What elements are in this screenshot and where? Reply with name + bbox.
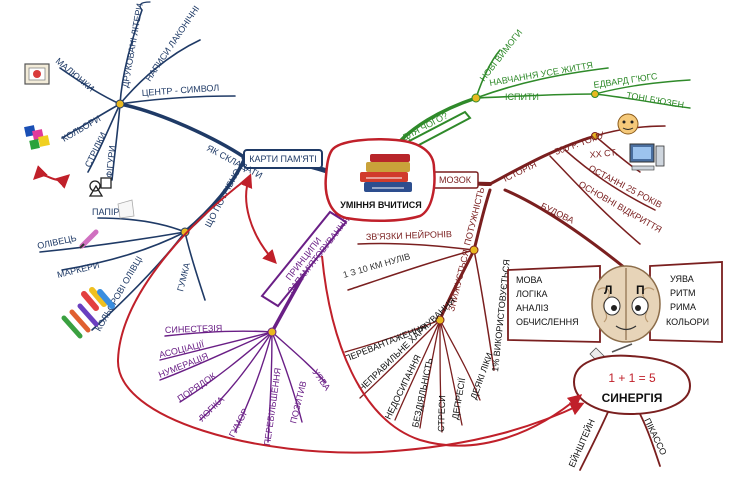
left-hemisphere-box <box>507 265 601 343</box>
arrow-karty-synerhiia <box>116 177 585 454</box>
arrow-karty-pryntsypy <box>239 173 277 265</box>
item-zviazky: ЗВ'ЯЗКИ НЕЙРОНІВ <box>366 228 452 242</box>
shapes-icon <box>88 177 112 197</box>
item-obchyslennia: ОБЧИСЛЕННЯ <box>516 317 579 327</box>
arrows-icon <box>33 165 71 189</box>
item-lohika-p: ЛОГІКА <box>196 394 226 423</box>
karty-box <box>243 149 323 169</box>
label-left-hemisphere: Л <box>604 283 612 297</box>
color-swatches-icon <box>24 125 50 150</box>
arrow-pryntsypy-synerhiia <box>321 255 583 447</box>
item-stresy: СТРЕСИ <box>436 395 447 432</box>
link-karty-yak <box>118 102 246 159</box>
node-pryntsypy <box>267 327 277 337</box>
item-humka: ГУМКА <box>175 262 192 293</box>
item-lohika: ЛОГІКА <box>516 289 548 299</box>
item-fihury: ФІГУРИ <box>104 145 117 178</box>
node-istoriia <box>591 132 599 140</box>
node-dlia-choho <box>471 93 481 103</box>
markers-icon <box>81 287 115 311</box>
mozok-label: МОЗОК <box>439 175 472 185</box>
item-mova: МОВА <box>516 275 542 285</box>
karty-label: КАРТИ ПАМ'ЯТІ <box>249 154 317 164</box>
item-synesteziia: СИНЕСТЕЗІЯ <box>165 323 223 335</box>
node-znyzhuietsia <box>435 315 445 325</box>
books-icon <box>360 154 412 192</box>
item-kolory-r: КОЛЬОРИ <box>666 317 709 327</box>
item-drukovani: ДРУКОВАНІ ЛІТЕРИ <box>120 3 145 89</box>
item-einshtein: ЕЙНШТЕЙН <box>566 417 597 469</box>
colored-pencils-icon <box>61 303 99 339</box>
pencil-icon <box>79 229 99 249</box>
label-right-hemisphere: П <box>636 283 645 297</box>
red-connectors <box>116 173 585 454</box>
item-toni: ТОНІ Б'ЮЗЕН <box>626 90 685 110</box>
node-scho <box>180 227 190 237</box>
branch-karty <box>39 1 333 331</box>
synerhiia-bubble <box>572 354 692 416</box>
item-ispyty: ІСПИТИ <box>505 92 539 102</box>
item-nulyv: 1 З 10 КМ НУЛІВ <box>342 251 412 280</box>
node-yak <box>115 99 125 109</box>
brain-icon <box>591 265 661 343</box>
center-label: УМІННЯ ВЧИТИСЯ <box>340 200 421 210</box>
paper-icon <box>117 199 135 219</box>
item-papir: ПАПІР <box>92 207 119 217</box>
budova-label: БУДОВА <box>539 201 576 226</box>
item-poriadok: ПОРЯДОК <box>176 370 219 403</box>
synerhiia-label: СИНЕРГІЯ <box>602 391 663 405</box>
pryntsypy-box <box>260 210 348 308</box>
computer-icon <box>629 143 665 171</box>
item-rytm: РИТМ <box>670 288 695 298</box>
item-maliunky: МАЛЮНКИ <box>54 56 96 94</box>
item-xx: XX СТ. <box>589 147 618 160</box>
item-uiava-r: УЯВА <box>670 274 694 284</box>
item-analiz: АНАЛІЗ <box>516 303 549 313</box>
item-perebilshennia: ПЕРЕБІЛЬШЕННЯ <box>262 367 283 446</box>
branch-mozok <box>344 125 666 433</box>
item-ryma: РИМА <box>670 302 696 312</box>
branch-synerhiia <box>579 411 661 471</box>
node-potuzhnist <box>469 245 479 255</box>
istoriia-label: ІСТОРІЯ <box>501 159 538 184</box>
node-ispyty <box>591 90 599 98</box>
picture-frame-icon <box>24 63 50 85</box>
synerhiia-equation: 1 + 1 = 5 <box>608 371 656 385</box>
item-markery: МАРКЕРИ <box>56 260 100 280</box>
face-icon <box>617 113 639 135</box>
item-humor: ГУМОР <box>227 407 250 439</box>
item-depresii: ДЕПРЕСІЇ <box>450 377 467 421</box>
item-navchannia: НАВЧАННЯ УСЕ ЖИТТЯ <box>489 60 594 88</box>
item-uiava-p: УЯВА <box>310 367 332 392</box>
